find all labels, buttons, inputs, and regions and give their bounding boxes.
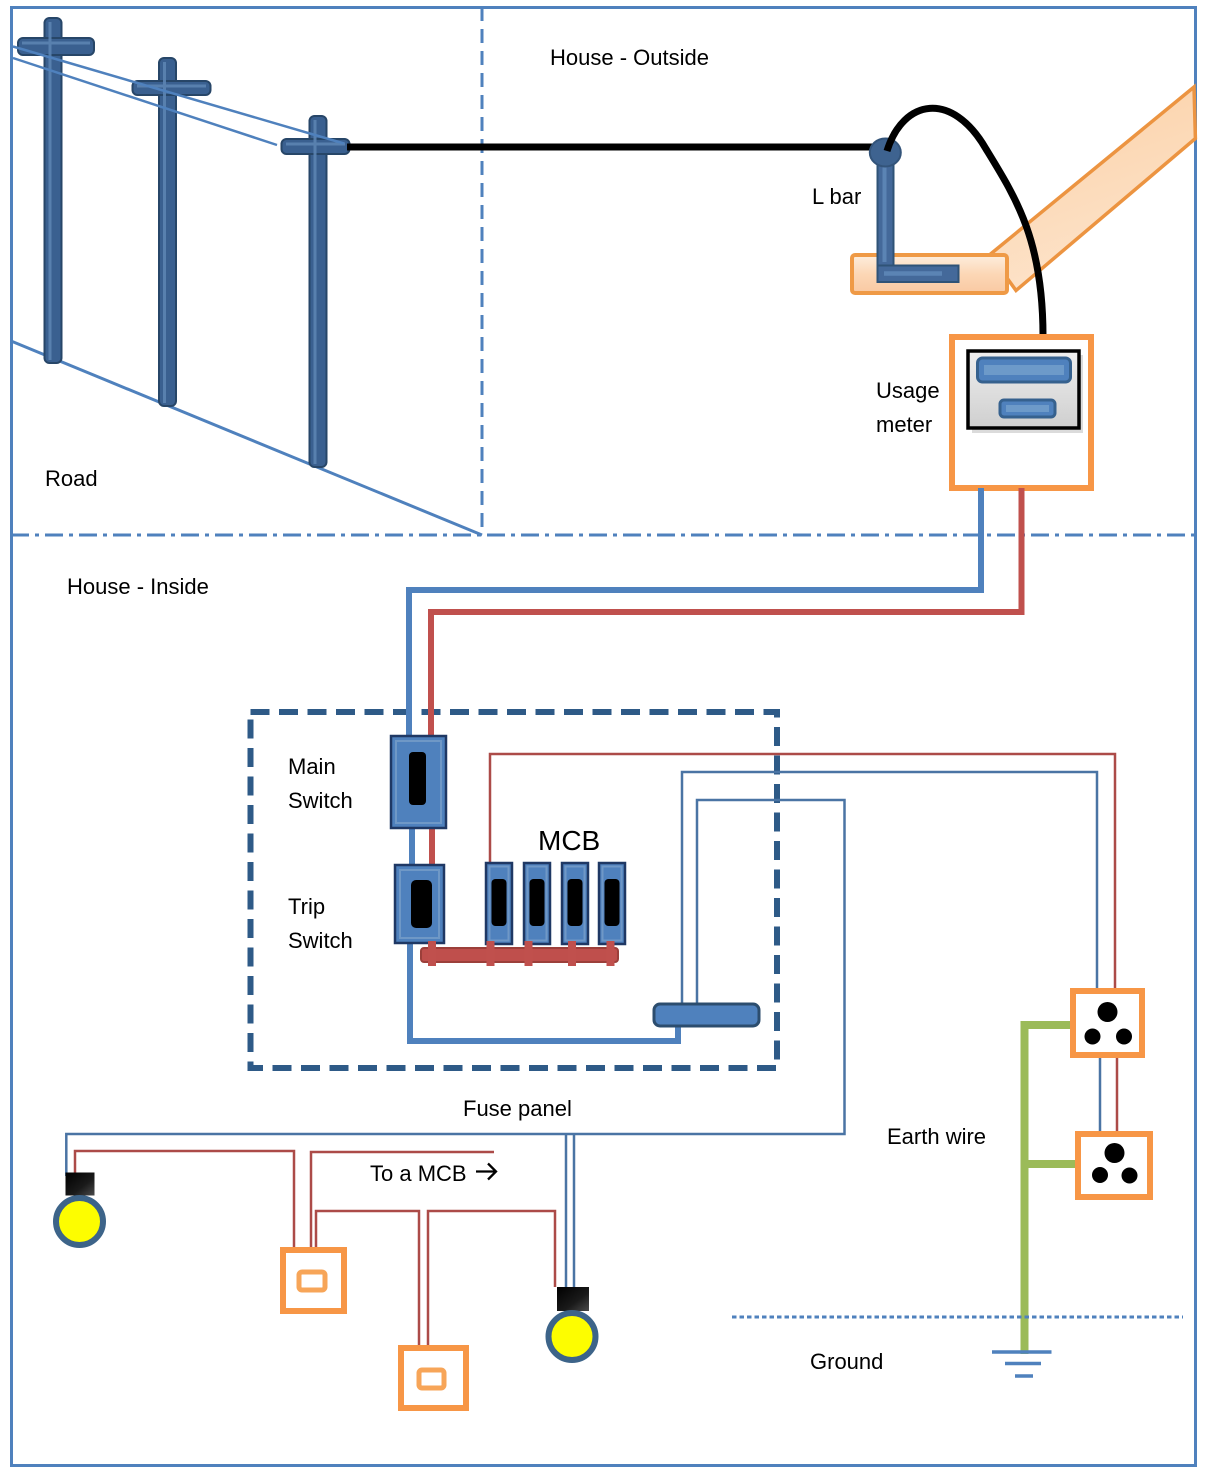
svg-text:Road: Road bbox=[45, 466, 98, 491]
svg-text:Earth wire: Earth wire bbox=[887, 1124, 986, 1149]
svg-text:Usage: Usage bbox=[876, 378, 940, 403]
svg-text:House - Inside: House - Inside bbox=[67, 574, 209, 599]
svg-text:Main: Main bbox=[288, 754, 336, 779]
svg-text:MCB: MCB bbox=[538, 825, 600, 856]
svg-text:House - Outside: House - Outside bbox=[550, 45, 709, 70]
svg-text:Switch: Switch bbox=[288, 788, 353, 813]
svg-text:Trip: Trip bbox=[288, 894, 325, 919]
svg-text:L bar: L bar bbox=[812, 184, 861, 209]
svg-text:Switch: Switch bbox=[288, 928, 353, 953]
svg-text:meter: meter bbox=[876, 412, 932, 437]
svg-text:Fuse panel: Fuse panel bbox=[463, 1096, 572, 1121]
svg-text:Ground: Ground bbox=[810, 1349, 883, 1374]
svg-text:To a MCB: To a MCB bbox=[370, 1161, 467, 1186]
